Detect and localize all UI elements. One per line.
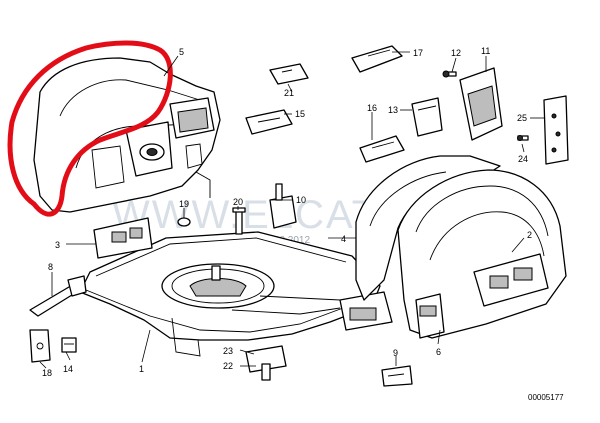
reference-number: 00005177 [528, 393, 564, 402]
part-mount-bracket[interactable] [29, 329, 51, 363]
part-right-outer-wheelhouse[interactable] [397, 169, 567, 339]
callout-2[interactable]: 2 [527, 230, 532, 240]
callout-24[interactable]: 24 [518, 154, 528, 164]
callout-22[interactable]: 22 [223, 361, 233, 371]
callout-16[interactable]: 16 [367, 103, 377, 113]
part-fuel-pump-bracket[interactable] [269, 183, 297, 229]
callout-12[interactable]: 12 [451, 48, 461, 58]
callout-19[interactable]: 19 [179, 199, 189, 209]
callout-6[interactable]: 6 [436, 347, 441, 357]
part-clip-nut[interactable] [61, 337, 77, 353]
callout-9[interactable]: 9 [393, 348, 398, 358]
callout-4[interactable]: 4 [341, 234, 346, 244]
part-screw-24[interactable] [517, 135, 529, 141]
part-left-wheelhouse[interactable] [33, 57, 221, 213]
part-cover-11[interactable] [459, 67, 503, 141]
part-floor-pan[interactable] [79, 231, 393, 357]
callout-3[interactable]: 3 [55, 240, 60, 250]
part-bracket-21[interactable] [269, 63, 309, 85]
part-plate-25[interactable] [543, 95, 569, 165]
callout-labels: 5 1 3 4 2 6 8 9 10 11 12 13 14 15 16 17 … [42, 46, 532, 378]
part-rear-panel-left[interactable] [93, 217, 153, 259]
part-bracket-16[interactable] [359, 135, 405, 163]
callout-8[interactable]: 8 [48, 262, 53, 272]
callout-23[interactable]: 23 [223, 346, 233, 356]
callout-15[interactable]: 15 [295, 109, 305, 119]
callout-20[interactable]: 20 [233, 197, 243, 207]
callout-10[interactable]: 10 [296, 195, 306, 205]
callout-5[interactable]: 5 [179, 47, 184, 57]
part-bracket-bar[interactable] [29, 275, 87, 317]
part-rubber-plug[interactable] [177, 217, 191, 227]
part-bolt[interactable] [232, 207, 246, 235]
highlight-circle [7, 40, 173, 217]
part-cap-9[interactable] [381, 365, 413, 387]
callout-18[interactable]: 18 [42, 368, 52, 378]
part-bracket-17[interactable] [351, 45, 403, 73]
part-mounting-plate[interactable] [245, 345, 287, 381]
leader-lines [39, 51, 544, 369]
callout-1[interactable]: 1 [139, 364, 144, 374]
part-bracket-13[interactable] [411, 97, 443, 137]
callout-25[interactable]: 25 [517, 113, 527, 123]
callout-13[interactable]: 13 [388, 105, 398, 115]
callout-14[interactable]: 14 [63, 364, 73, 374]
callout-17[interactable]: 17 [413, 48, 423, 58]
callout-11[interactable]: 11 [481, 46, 490, 56]
part-screw-12[interactable] [442, 70, 457, 78]
callout-21[interactable]: 21 [284, 88, 294, 98]
part-bracket-15[interactable] [245, 109, 293, 135]
